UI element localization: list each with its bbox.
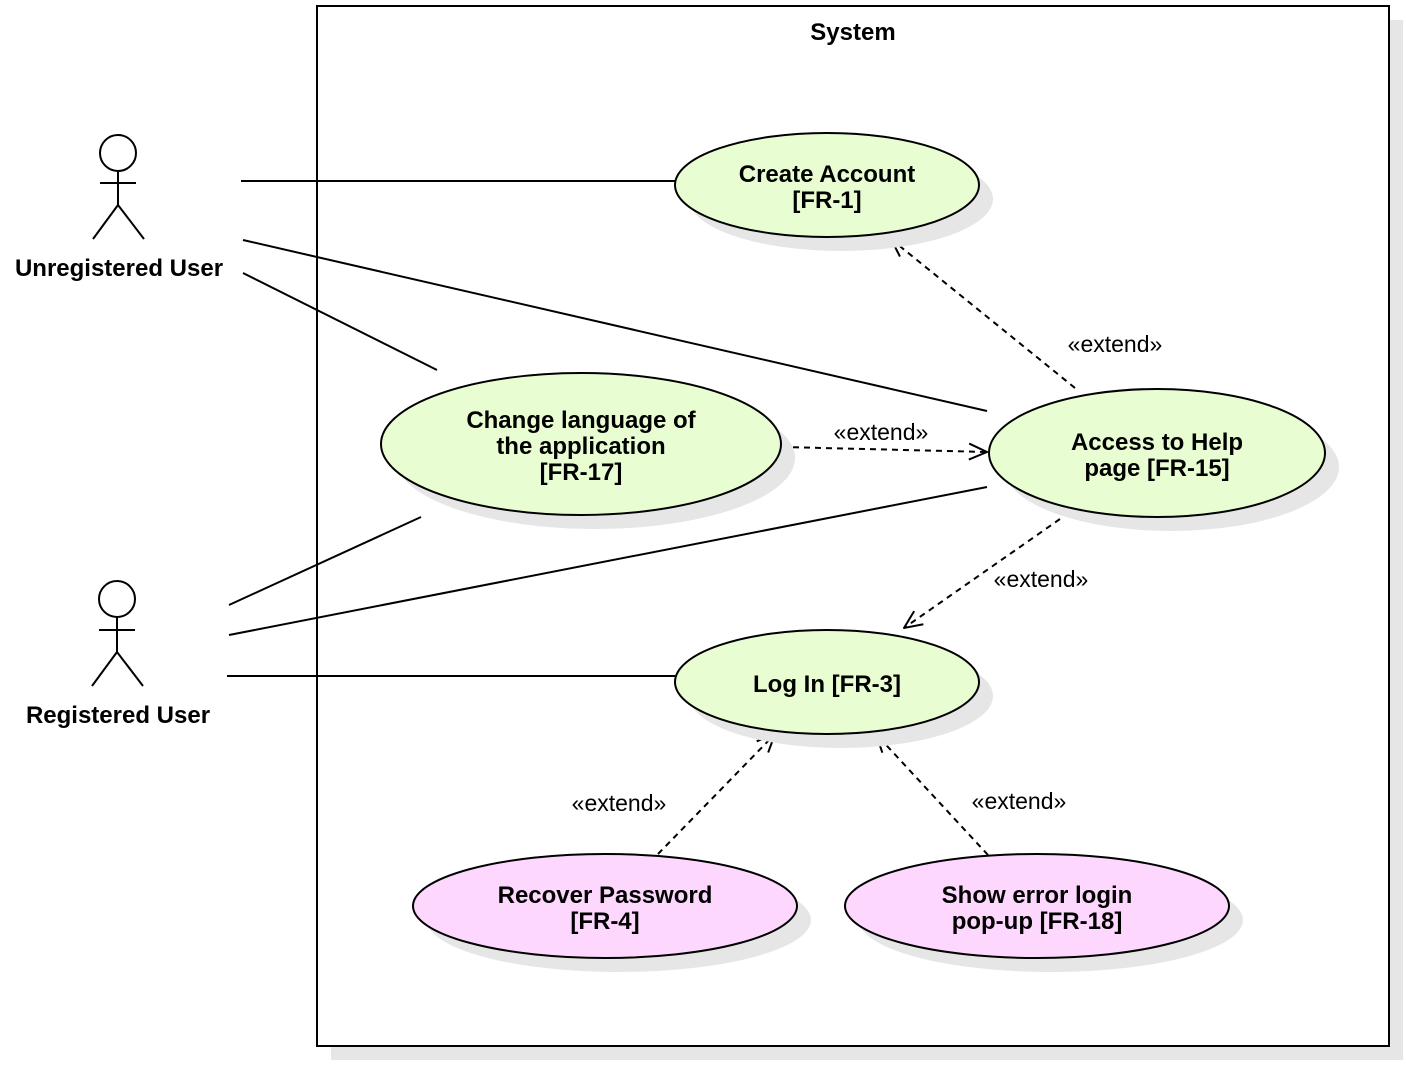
use-case-label-line: [FR-4] [570,908,639,935]
extend-arrow-language-to-help [781,447,987,452]
extend-dependencies [657,239,1076,856]
actor-registered-user[interactable]: Registered User [26,580,210,729]
actor-label: Unregistered User [15,255,223,282]
extend-arrow-help-to-login [904,518,1061,628]
extend-label-recover-to-login: «extend» [572,790,667,816]
use-case-label-line: Access to Help [1071,429,1243,456]
use-case-ellipse [674,629,980,735]
stick-figure-icon [92,134,145,240]
extend-label-help-to-create: «extend» [1068,331,1163,357]
actor-unregistered-user[interactable]: Unregistered User [15,134,223,282]
use-case-ellipse [674,132,980,238]
use-case-label-line: the application [496,433,665,460]
use-case-label-line: Log In [FR-3] [753,671,901,698]
use-case-ellipse [988,388,1326,518]
use-case-label-line: [FR-17] [540,459,623,486]
association-unregistered-access-help [242,239,988,412]
use-case-ellipse [844,853,1230,959]
association-registered-change-language [228,516,422,606]
use-case-label: Log In [FR-3] [753,671,901,698]
extend-labels: «extend» «extend» «extend» «extend» «ext… [572,331,1163,816]
use-case-label-line: pop-up [FR-18] [952,908,1123,935]
use-case-label-line: Change language of [466,407,696,434]
system-title: System [810,19,895,46]
use-case-label: Recover Password[FR-4] [498,882,713,935]
use-case-label-line: page [FR-15] [1084,455,1229,482]
association-unregistered-change-language [242,272,438,371]
use-case-ellipse [380,372,782,516]
use-case-label-line: Recover Password [498,882,713,909]
actor-label: Registered User [26,702,210,729]
use-case-recover-password[interactable]: Recover Password[FR-4] [412,853,811,972]
use-case-label-line: Show error login [942,882,1133,909]
associations [227,180,988,677]
use-case-label: Create Account[FR-1] [739,161,915,214]
extend-label-help-to-login: «extend» [994,566,1089,592]
extend-label-error-to-login: «extend» [972,788,1067,814]
use-case-create-account[interactable]: Create Account[FR-1] [674,132,993,251]
stick-figure-icon [91,580,144,687]
use-case-label-line: Create Account [739,161,915,188]
association-registered-access-help [228,486,988,636]
extend-arrow-recover-to-login [657,734,775,855]
extend-arrow-error-to-login [876,734,989,856]
use-case-label-line: [FR-1] [792,187,861,214]
extend-label-language-to-help: «extend» [834,419,929,445]
use-case-log-in[interactable]: Log In [FR-3] [674,629,993,748]
use-case-ellipse [412,853,798,959]
